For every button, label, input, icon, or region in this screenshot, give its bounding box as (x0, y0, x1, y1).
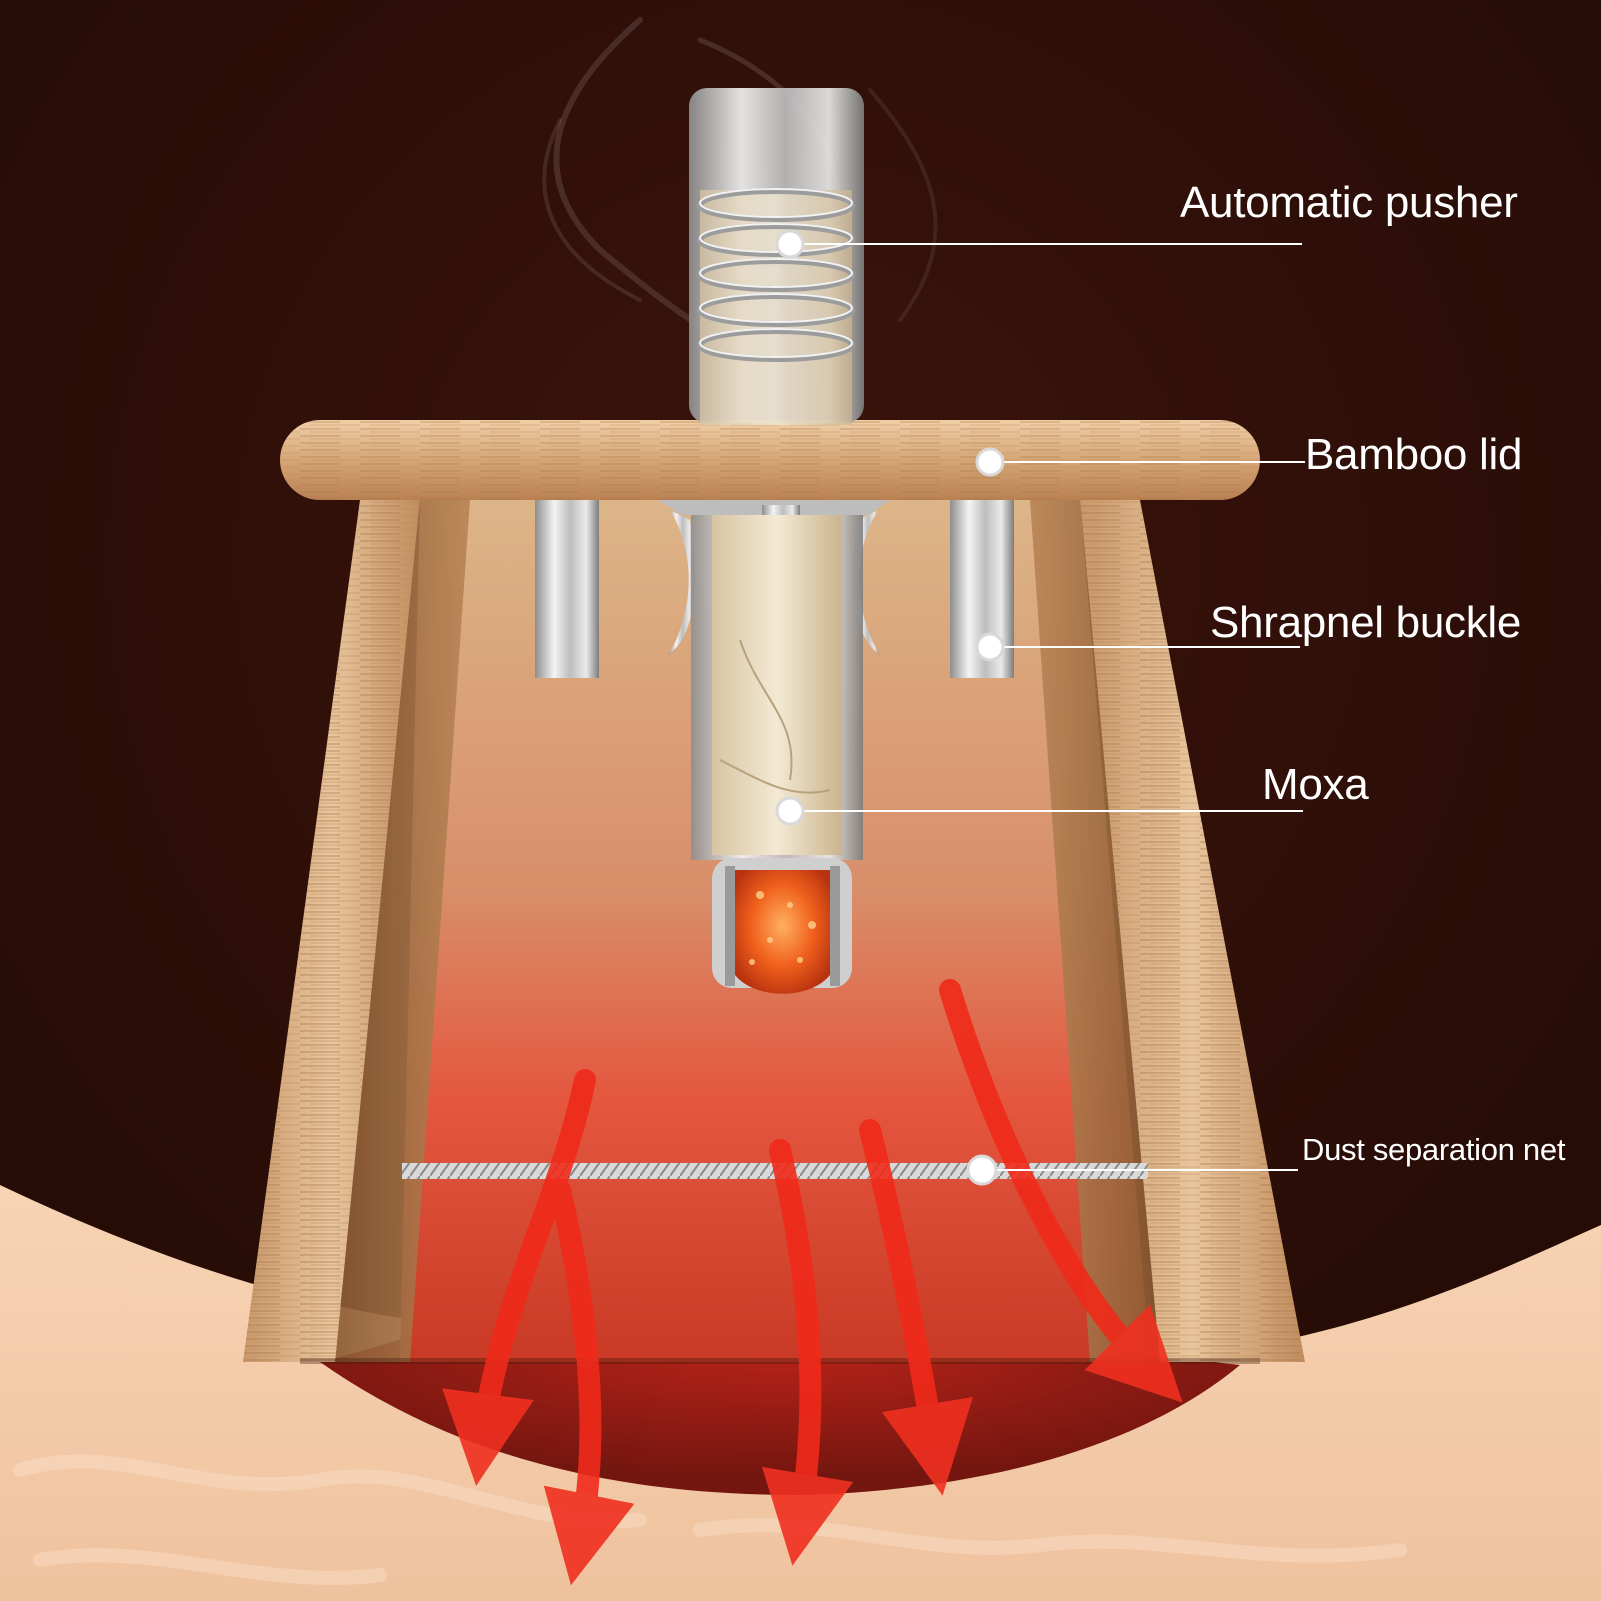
bamboo-lid-grain (280, 420, 1260, 500)
callout-dot-moxa (775, 796, 805, 826)
label-moxa: Moxa (1262, 760, 1369, 809)
box-inner-wall-left (335, 500, 470, 1362)
label-bamboo-lid: Bamboo lid (1305, 430, 1523, 479)
box-bottom-edge (300, 1358, 1260, 1364)
box-inner-wall-right (1030, 500, 1160, 1362)
label-shrapnel-buckle: Shrapnel buckle (1210, 598, 1522, 647)
callout-dot-dust-separation-net (966, 1154, 998, 1186)
callout-dot-shrapnel-buckle (975, 632, 1005, 662)
label-automatic-pusher: Automatic pusher (1180, 178, 1518, 227)
box-wall-right-grain (1080, 500, 1305, 1362)
heat-arrows (442, 979, 1183, 1586)
label-dust-separation-net: Dust separation net (1302, 1132, 1566, 1167)
box-wall-left-grain (243, 500, 420, 1362)
callout-dot-automatic-pusher (775, 229, 805, 259)
moxa-stick (691, 515, 863, 994)
callout-lines (790, 243, 1305, 1171)
callout-dots (775, 229, 1005, 1186)
callout-dot-bamboo-lid (975, 447, 1005, 477)
automatic-pusher (689, 88, 864, 425)
